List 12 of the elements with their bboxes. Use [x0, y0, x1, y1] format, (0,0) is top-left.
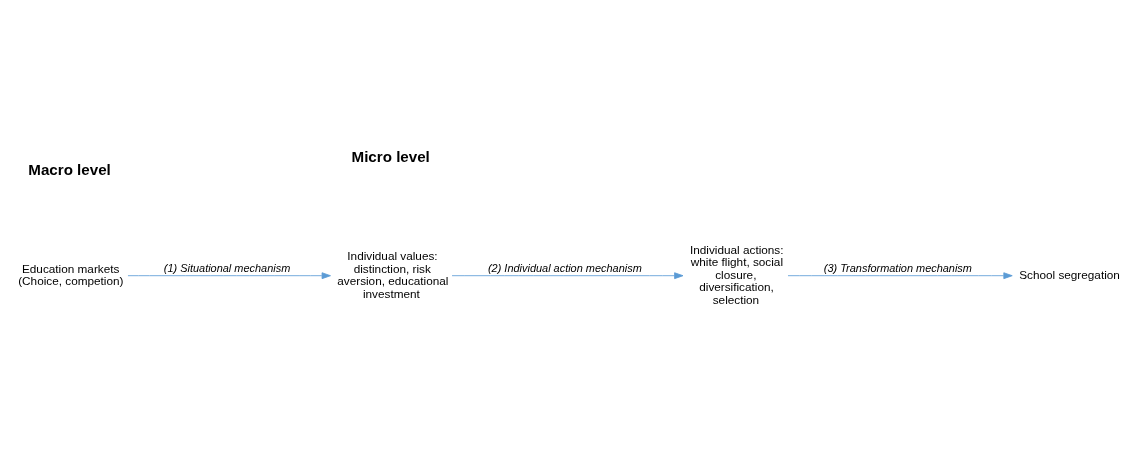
- arrow: [787, 272, 1013, 280]
- edge-label: (1) Situational mechanism: [163, 261, 291, 274]
- arrow: [451, 272, 684, 280]
- node-text: Individual values: distinction, risk aversion, educational investment: [337, 248, 449, 300]
- label: Macro level: [28, 161, 111, 179]
- label: Micro level: [351, 148, 430, 166]
- edge-label: (3) Transformation mechanism: [823, 261, 972, 274]
- node-text: School segregation: [1019, 267, 1120, 281]
- node-text: Individual actions: white flight, social closure, diversification, selection: [689, 242, 784, 307]
- edge-label: (2) Individual action mechanism: [487, 261, 642, 274]
- node-text: Education markets (Choice, competion): [18, 261, 124, 288]
- arrow: [127, 272, 331, 280]
